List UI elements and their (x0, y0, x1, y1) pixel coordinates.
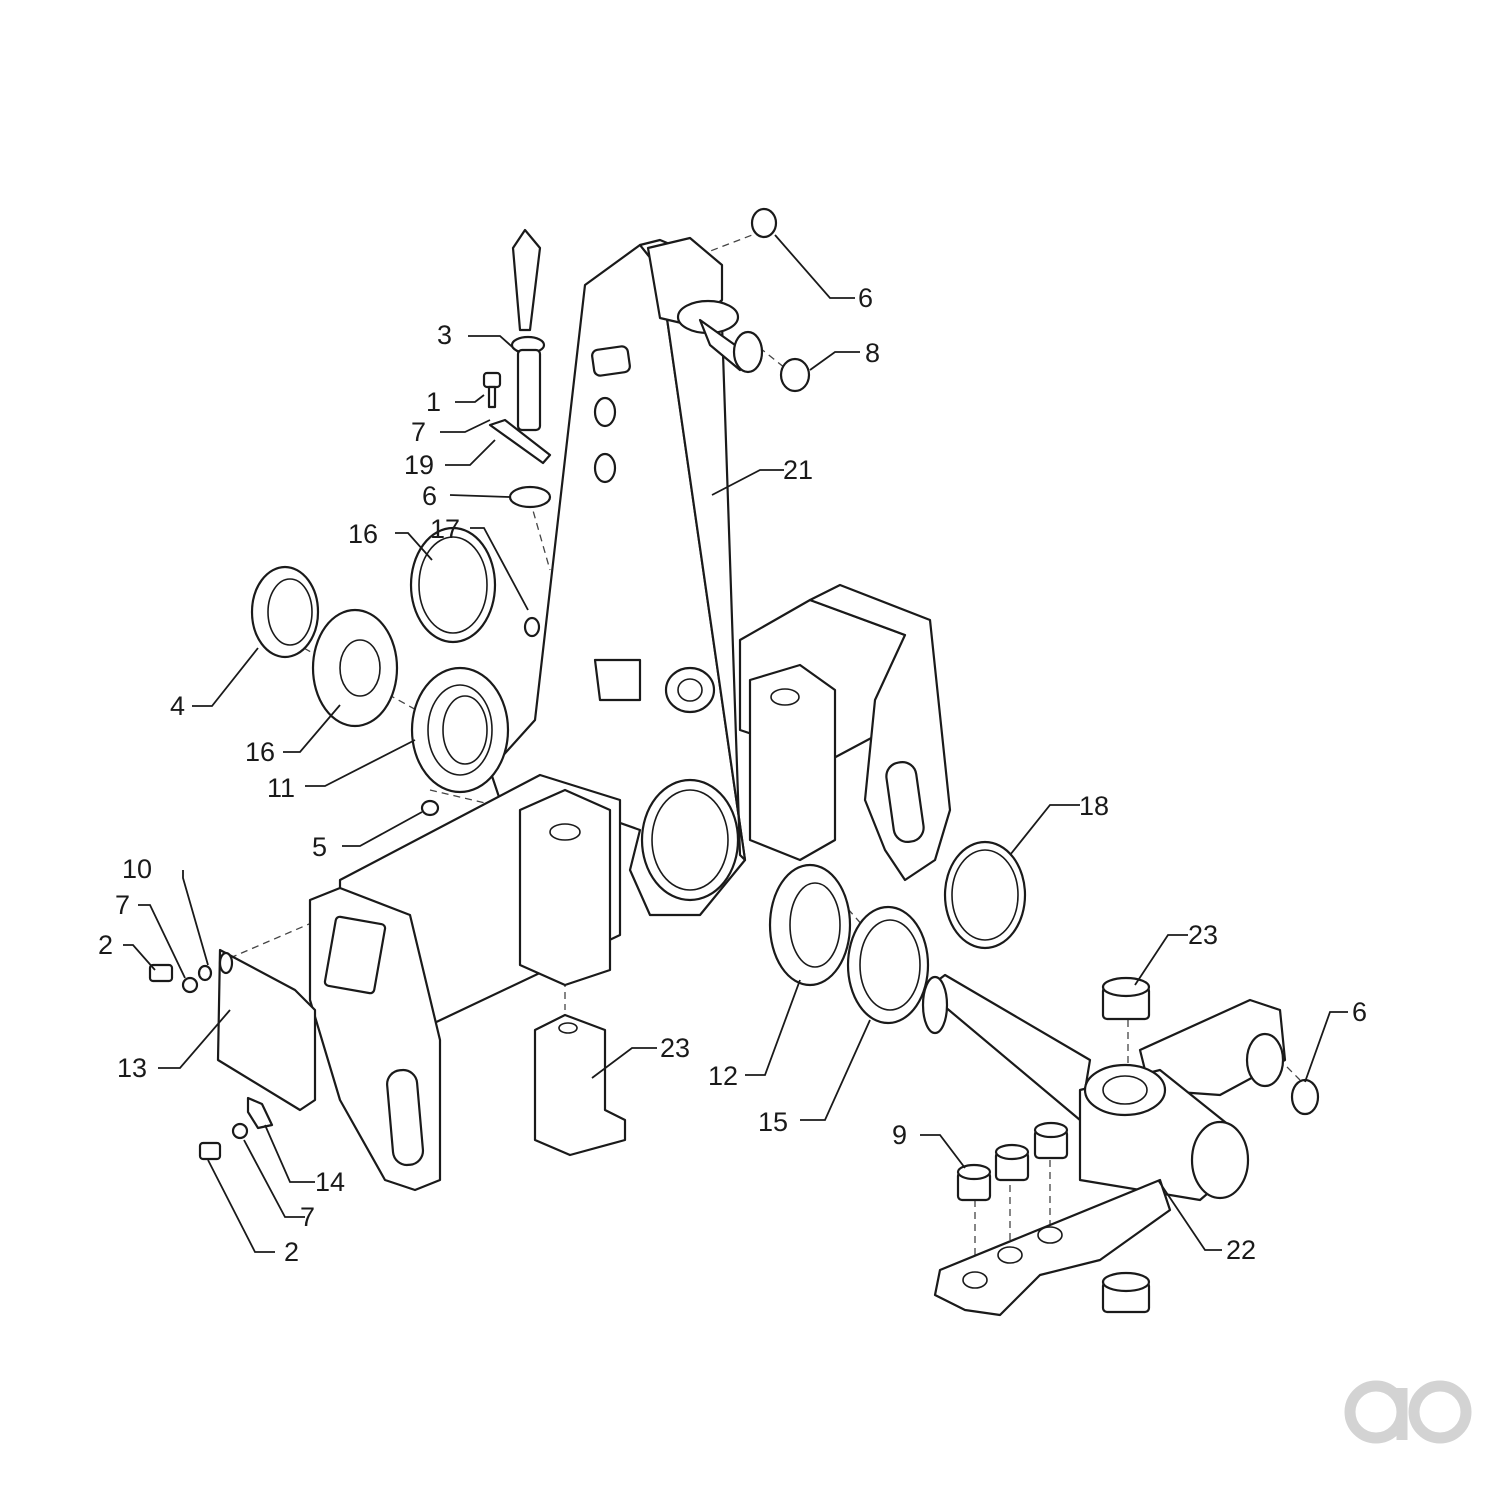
callout-21: 22 (1226, 1235, 1256, 1265)
cover-plate-part-13 (216, 948, 317, 1112)
pin-part-3 (510, 228, 546, 432)
callout-16-top: 16 (348, 519, 378, 549)
ring-part-16-outer (409, 526, 497, 644)
callout-18: 18 (1079, 791, 1109, 821)
callout-14: 14 (315, 1167, 345, 1197)
callout-19: 19 (404, 450, 434, 480)
callout-20: 21 (783, 455, 813, 485)
circlip-part-6-right (1290, 1078, 1320, 1116)
callout-2-bottom: 2 (284, 1237, 299, 1267)
callout-6-mid: 6 (422, 481, 437, 511)
callout-10: 10 (122, 854, 152, 884)
bushing-part-23-bottom (1101, 1271, 1151, 1314)
callout-1: 1 (426, 387, 441, 417)
callout-16-bottom: 16 (245, 737, 275, 767)
callout-6-right: 6 (1352, 997, 1367, 1027)
bearing-part-12 (768, 863, 852, 987)
block-part-22 (533, 1013, 627, 1157)
circlip-part-8 (779, 357, 811, 393)
bushing-part-23-top (1101, 976, 1151, 1021)
callout-11: 11 (267, 773, 295, 803)
ao-logo-icon (1344, 1380, 1472, 1444)
callout-7-left: 7 (115, 890, 130, 920)
callout-23: 23 (1188, 920, 1218, 950)
callout-9: 9 (892, 1120, 907, 1150)
callout-13: 13 (117, 1053, 147, 1083)
callout-7-bottom: 7 (300, 1202, 315, 1232)
callout-5: 5 (312, 832, 327, 862)
callout-12: 12 (708, 1061, 738, 1091)
ring-part-16-inner (311, 608, 399, 728)
spindle-part-21 (921, 973, 1287, 1317)
callout-15: 15 (758, 1107, 788, 1137)
callout-6-top-right: 6 (858, 283, 873, 313)
ring-part-18 (943, 840, 1027, 950)
bearing-part-11 (410, 666, 510, 794)
left-housing (308, 773, 622, 1192)
washer-part-6-upper-right (750, 207, 778, 239)
left-hardware (148, 951, 274, 1161)
right-housing (738, 583, 952, 882)
bushings-part-9 (956, 1121, 1069, 1202)
grease-fitting-part-17 (523, 616, 541, 638)
bolt-part-1 (482, 371, 502, 409)
seal-part-4 (250, 565, 320, 659)
seal-part-15 (846, 905, 930, 1025)
plug-part-5 (420, 799, 440, 817)
washer-part-6-top (508, 485, 552, 509)
cotter-part-19 (488, 418, 552, 465)
callout-2-top: 2 (98, 930, 113, 960)
callout-4: 4 (170, 691, 185, 721)
callout-labels: 3 1 7 19 6 16 17 4 16 11 5 6 8 21 18 10 … (98, 283, 1367, 1267)
callout-3: 3 (437, 320, 452, 350)
callout-22: 23 (660, 1033, 690, 1063)
callout-8: 8 (865, 338, 880, 368)
callout-17: 17 (430, 514, 460, 544)
callout-7-top: 7 (411, 417, 426, 447)
callout-leaders (123, 234, 1348, 1253)
